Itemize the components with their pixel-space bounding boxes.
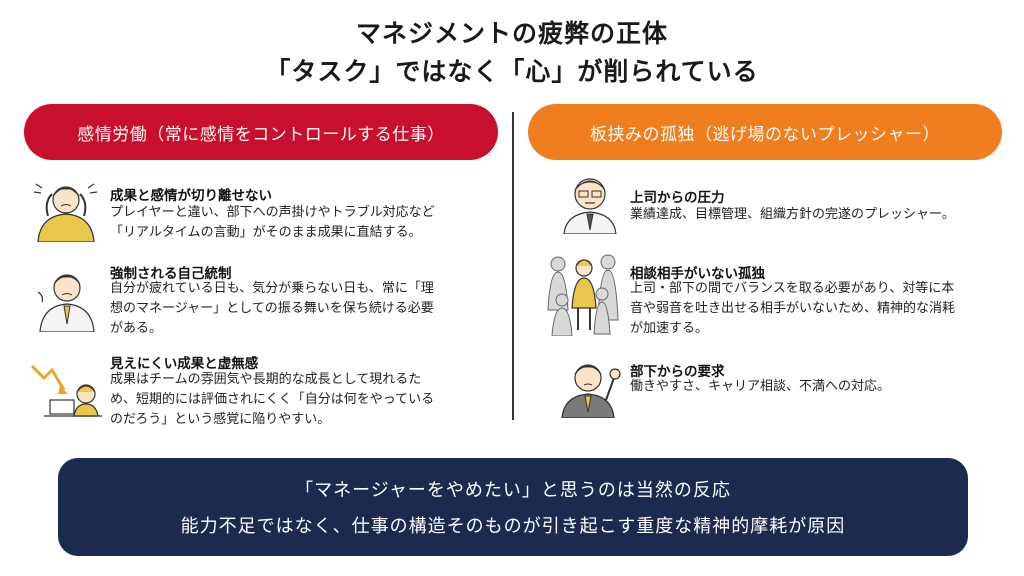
body-line: め、短期的には評価されにくく「自分は何をやっている (110, 392, 435, 407)
body-line: 業績達成、目標管理、組織方針の完遂のプレッシャー。 (630, 207, 955, 222)
left-section-heading: 感情労働（常に感情をコントロールする仕事） (24, 104, 498, 160)
body-line: がある。 (110, 321, 163, 336)
body-line: 音や弱音を吐き出せる相手がいないため、精神的な消耗 (630, 301, 956, 316)
declining-chart-person-icon (28, 356, 104, 424)
right-section-heading: 板挟みの孤独（逃げ場のないプレッシャー） (528, 104, 1002, 160)
right-item-1-title: 上司からの圧力 (630, 190, 725, 206)
page-title-line1: マネジメントの疲弊の正体 (355, 19, 668, 48)
body-line: 上司・部下の間でバランスを取る必要があり、対等に本 (630, 281, 955, 296)
body-line: が加速する。 (630, 321, 709, 336)
stressed-person-icon (30, 176, 102, 246)
left-item-2-title: 強制される自己統制 (110, 266, 232, 282)
boss-face-icon (560, 172, 620, 238)
right-item-3-title: 部下からの要求 (630, 364, 725, 380)
left-heading-text: 感情労働（常に感情をコントロールする仕事） (77, 124, 445, 145)
right-item-2-body: 上司・部下の間でバランスを取る必要があり、対等に本 音や弱音を吐き出せる相手がい… (630, 279, 955, 339)
body-line: のだろう」という感覚に陥りやすい。 (110, 412, 331, 427)
right-heading-text: 板挟みの孤独（逃げ場のないプレッシャー） (590, 124, 940, 145)
left-item-1-title: 成果と感情が切り離せない (110, 188, 272, 204)
right-item-3-body: 働きやすさ、キャリア相談、不満への対応。 (630, 377, 890, 397)
right-item-1-body: 業績達成、目標管理、組織方針の完遂のプレッシャー。 (630, 205, 955, 225)
body-line: 自分が疲れている日も、気分が乗らない日も、常に「理 (110, 281, 434, 296)
banner-line1: 「マネージャーをやめたい」と思うのは当然の反応 (295, 480, 731, 501)
body-line: 「リアルタイムの言動」がそのまま成果に直結する。 (110, 225, 422, 240)
body-line: 働きやすさ、キャリア相談、不満への対応。 (630, 379, 891, 394)
exhausted-person-icon (34, 262, 100, 336)
subordinate-request-icon (558, 352, 624, 422)
left-item-2-body: 自分が疲れている日も、気分が乗らない日も、常に「理 想のマネージャー」としての振… (110, 279, 434, 339)
left-item-1-body: プレイヤーと違い、部下への声掛けやトラブル対応など 「リアルタイムの言動」がその… (110, 203, 435, 243)
banner-line2: 能力不足ではなく、仕事の構造そのものが引き起こす重度な精神的摩耗が原因 (180, 516, 846, 537)
left-item-3-title: 見えにくい成果と虚無感 (110, 356, 259, 372)
body-line: 成果はチームの雰囲気や長期的な成長として現れるた (110, 372, 422, 387)
right-item-2-title: 相談相手がいない孤独 (630, 266, 765, 282)
isolated-person-icon (544, 250, 624, 340)
left-item-3-body: 成果はチームの雰囲気や長期的な成長として現れるた め、短期的には評価されにくく「… (110, 370, 434, 430)
conclusion-banner: 「マネージャーをやめたい」と思うのは当然の反応 能力不足ではなく、仕事の構造その… (58, 458, 968, 556)
page-title-line2: 「タスク」ではなく「心」が削られている (265, 57, 759, 86)
body-line: プレイヤーと違い、部下への声掛けやトラブル対応など (110, 205, 435, 220)
column-divider (512, 112, 514, 420)
body-line: 想のマネージャー」としての振る舞いを保ち続ける必要 (110, 301, 434, 316)
